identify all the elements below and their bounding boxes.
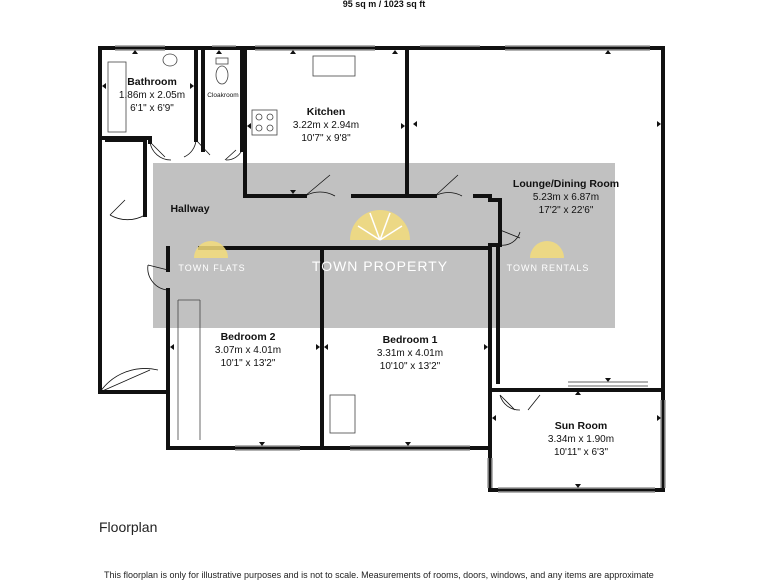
windows <box>115 45 666 493</box>
kitchen-sink <box>312 55 356 77</box>
bedroom1-name: Bedroom 1 <box>383 334 438 346</box>
walls <box>98 46 665 492</box>
bathroom-imperial: 6'1" x 6'9" <box>130 103 174 114</box>
measurement-arrows <box>102 50 661 488</box>
bedroom2-name: Bedroom 2 <box>221 331 276 343</box>
bedroom1-metric: 3.31m x 4.01m <box>377 348 443 359</box>
bedroom1-imperial: 10'10" x 13'2" <box>380 361 441 372</box>
bathtub <box>107 61 127 133</box>
footer-disclaimer: This floorplan is only for illustrative … <box>104 570 654 580</box>
toilet <box>215 65 229 85</box>
cloakroom-name: Cloakroom <box>207 92 238 99</box>
bedroom1-desk <box>329 394 356 434</box>
lounge-name: Lounge/Dining Room <box>513 178 619 190</box>
room-labels: Bathroom 1.86m x 2.05m 6'1" x 6'9" Cloak… <box>119 76 619 458</box>
bathroom-metric: 1.86m x 2.05m <box>119 90 185 101</box>
floorplan-caption: Floorplan <box>99 519 158 535</box>
bathroom-name: Bathroom <box>127 76 177 88</box>
lounge-metric: 5.23m x 6.87m <box>533 192 599 203</box>
sunroom-imperial: 10'11" x 6'3" <box>554 447 609 458</box>
total-area: 95 sq m / 1023 sq ft <box>343 0 426 9</box>
lounge-imperial: 17'2" x 22'6" <box>539 205 594 216</box>
bedroom2-imperial: 10'1" x 13'2" <box>221 358 276 369</box>
sunroom-name: Sun Room <box>555 420 608 432</box>
sunroom-metric: 3.34m x 1.90m <box>548 434 614 445</box>
cistern <box>215 57 229 65</box>
kitchen-metric: 3.22m x 2.94m <box>293 120 359 131</box>
doors <box>99 139 541 411</box>
bedroom2-metric: 3.07m x 4.01m <box>215 345 281 356</box>
fixtures <box>107 53 356 440</box>
hob <box>251 109 278 136</box>
hallway-name: Hallway <box>170 203 209 215</box>
kitchen-name: Kitchen <box>307 106 346 118</box>
basin <box>162 53 178 67</box>
kitchen-imperial: 10'7" x 9'8" <box>301 133 351 144</box>
